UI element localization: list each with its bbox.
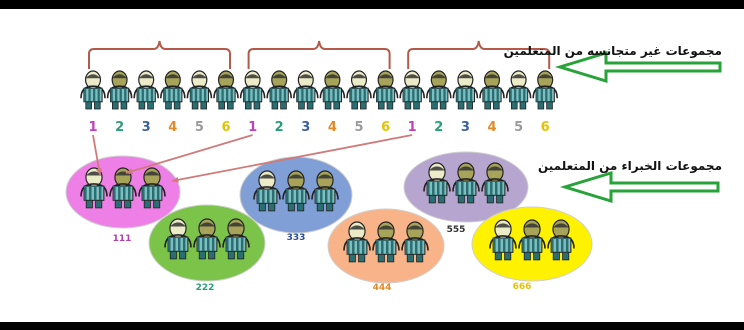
learner-figure (266, 70, 292, 110)
learner-figure (532, 70, 558, 110)
home-group-brace (88, 40, 231, 69)
jigsaw-diagram: 1 2 3 4 5 6 1 2 3 4 5 6 1 2 3 4 5 6 111 222 333 444 555 666 مج… (0, 9, 744, 322)
expert-group-111 (65, 155, 181, 229)
learner-number: 3 (142, 120, 151, 135)
expert-group-label: 444 (373, 283, 392, 293)
learner-figure (193, 218, 221, 260)
top-frame-bar (0, 0, 744, 9)
learner-number: 1 (248, 120, 257, 135)
learner-number: 1 (88, 120, 97, 135)
heterogeneous-groups-caption: مجموعات غير متجانسه من المتعلمين (503, 44, 722, 58)
learner-row (80, 70, 558, 110)
pointer-arrows (554, 50, 722, 204)
expert-group-label: 333 (287, 233, 306, 243)
learner-figure (293, 70, 319, 110)
assignment-line (125, 134, 253, 174)
learner-figure (186, 70, 213, 110)
learner-number: 6 (221, 120, 230, 135)
learner-figure (282, 170, 310, 212)
learner-number: 4 (328, 120, 337, 135)
learner-figure (80, 167, 108, 209)
learner-figure (452, 162, 480, 204)
learner-number: 4 (487, 120, 496, 135)
expert-group-label: 111 (113, 234, 132, 244)
learner-number: 2 (434, 120, 443, 135)
learner-figure (311, 170, 339, 212)
learner-number: 6 (381, 120, 390, 135)
assignment-arrowhead (95, 168, 102, 175)
learner-figure (372, 70, 399, 110)
learner-number: 2 (275, 120, 284, 135)
learner-figure (138, 167, 166, 209)
learner-figure (518, 219, 546, 261)
expert-groups (65, 151, 593, 284)
expert-group-labels: 111 222 333 444 555 666 (113, 225, 532, 293)
learner-number-row: 1 2 3 4 5 6 1 2 3 4 5 6 1 2 3 4 5 6 (88, 120, 549, 135)
learner-figure (164, 218, 192, 260)
expert-group-444 (327, 208, 445, 284)
learner-figure (399, 70, 425, 110)
learner-figure (160, 70, 186, 110)
expert-group-label: 555 (447, 225, 466, 235)
expert-group-666 (471, 206, 593, 282)
home-group-brace (407, 40, 551, 69)
left-arrow (554, 50, 722, 84)
assignment-line (171, 134, 413, 182)
learner-number: 4 (168, 120, 177, 135)
learner-number: 5 (514, 120, 523, 135)
home-group-brackets (88, 40, 551, 69)
learner-figure (80, 70, 106, 110)
learner-figure (505, 70, 532, 110)
expert-group-555 (403, 151, 529, 223)
learner-figure (401, 221, 429, 263)
learner-figure (319, 70, 346, 110)
assignment-arrowhead (172, 176, 179, 183)
learner-figure (106, 70, 133, 110)
learner-number: 1 (408, 120, 417, 135)
learner-figure (489, 219, 517, 261)
learner-figure (452, 70, 479, 110)
learner-figure (213, 70, 239, 110)
learner-figure (547, 219, 575, 261)
learner-number: 5 (354, 120, 363, 135)
learner-figure (481, 162, 509, 204)
learner-figure (426, 70, 452, 110)
learner-figure (479, 70, 505, 110)
learner-number: 2 (115, 120, 124, 135)
learner-number: 5 (195, 120, 204, 135)
learner-figure (133, 70, 159, 110)
bottom-frame-bar (0, 322, 744, 330)
expert-group-label: 666 (513, 282, 532, 292)
learner-figure (346, 70, 372, 110)
assignment-arrowhead (126, 168, 133, 175)
learner-figure (239, 70, 266, 110)
expert-groups-caption: مجموعات الخبراء من المتعلمين (537, 159, 722, 173)
learner-figure (423, 162, 451, 204)
expert-group-label: 222 (196, 283, 215, 293)
assignment-line (92, 134, 101, 176)
learner-figure (343, 221, 371, 263)
left-arrow (559, 170, 720, 204)
learner-figure (253, 170, 281, 212)
assignment-lines (92, 134, 413, 183)
home-group-brace (247, 40, 391, 69)
learner-number: 3 (461, 120, 470, 135)
expert-group-333 (239, 156, 353, 234)
expert-group-222 (148, 204, 266, 282)
learner-figure (372, 221, 400, 263)
learner-number: 6 (541, 120, 550, 135)
diagram-canvas: 1 2 3 4 5 6 1 2 3 4 5 6 1 2 3 4 5 6 111 222 333 444 555 666 (65, 40, 722, 293)
learner-figure (222, 218, 250, 260)
learner-number: 3 (301, 120, 310, 135)
